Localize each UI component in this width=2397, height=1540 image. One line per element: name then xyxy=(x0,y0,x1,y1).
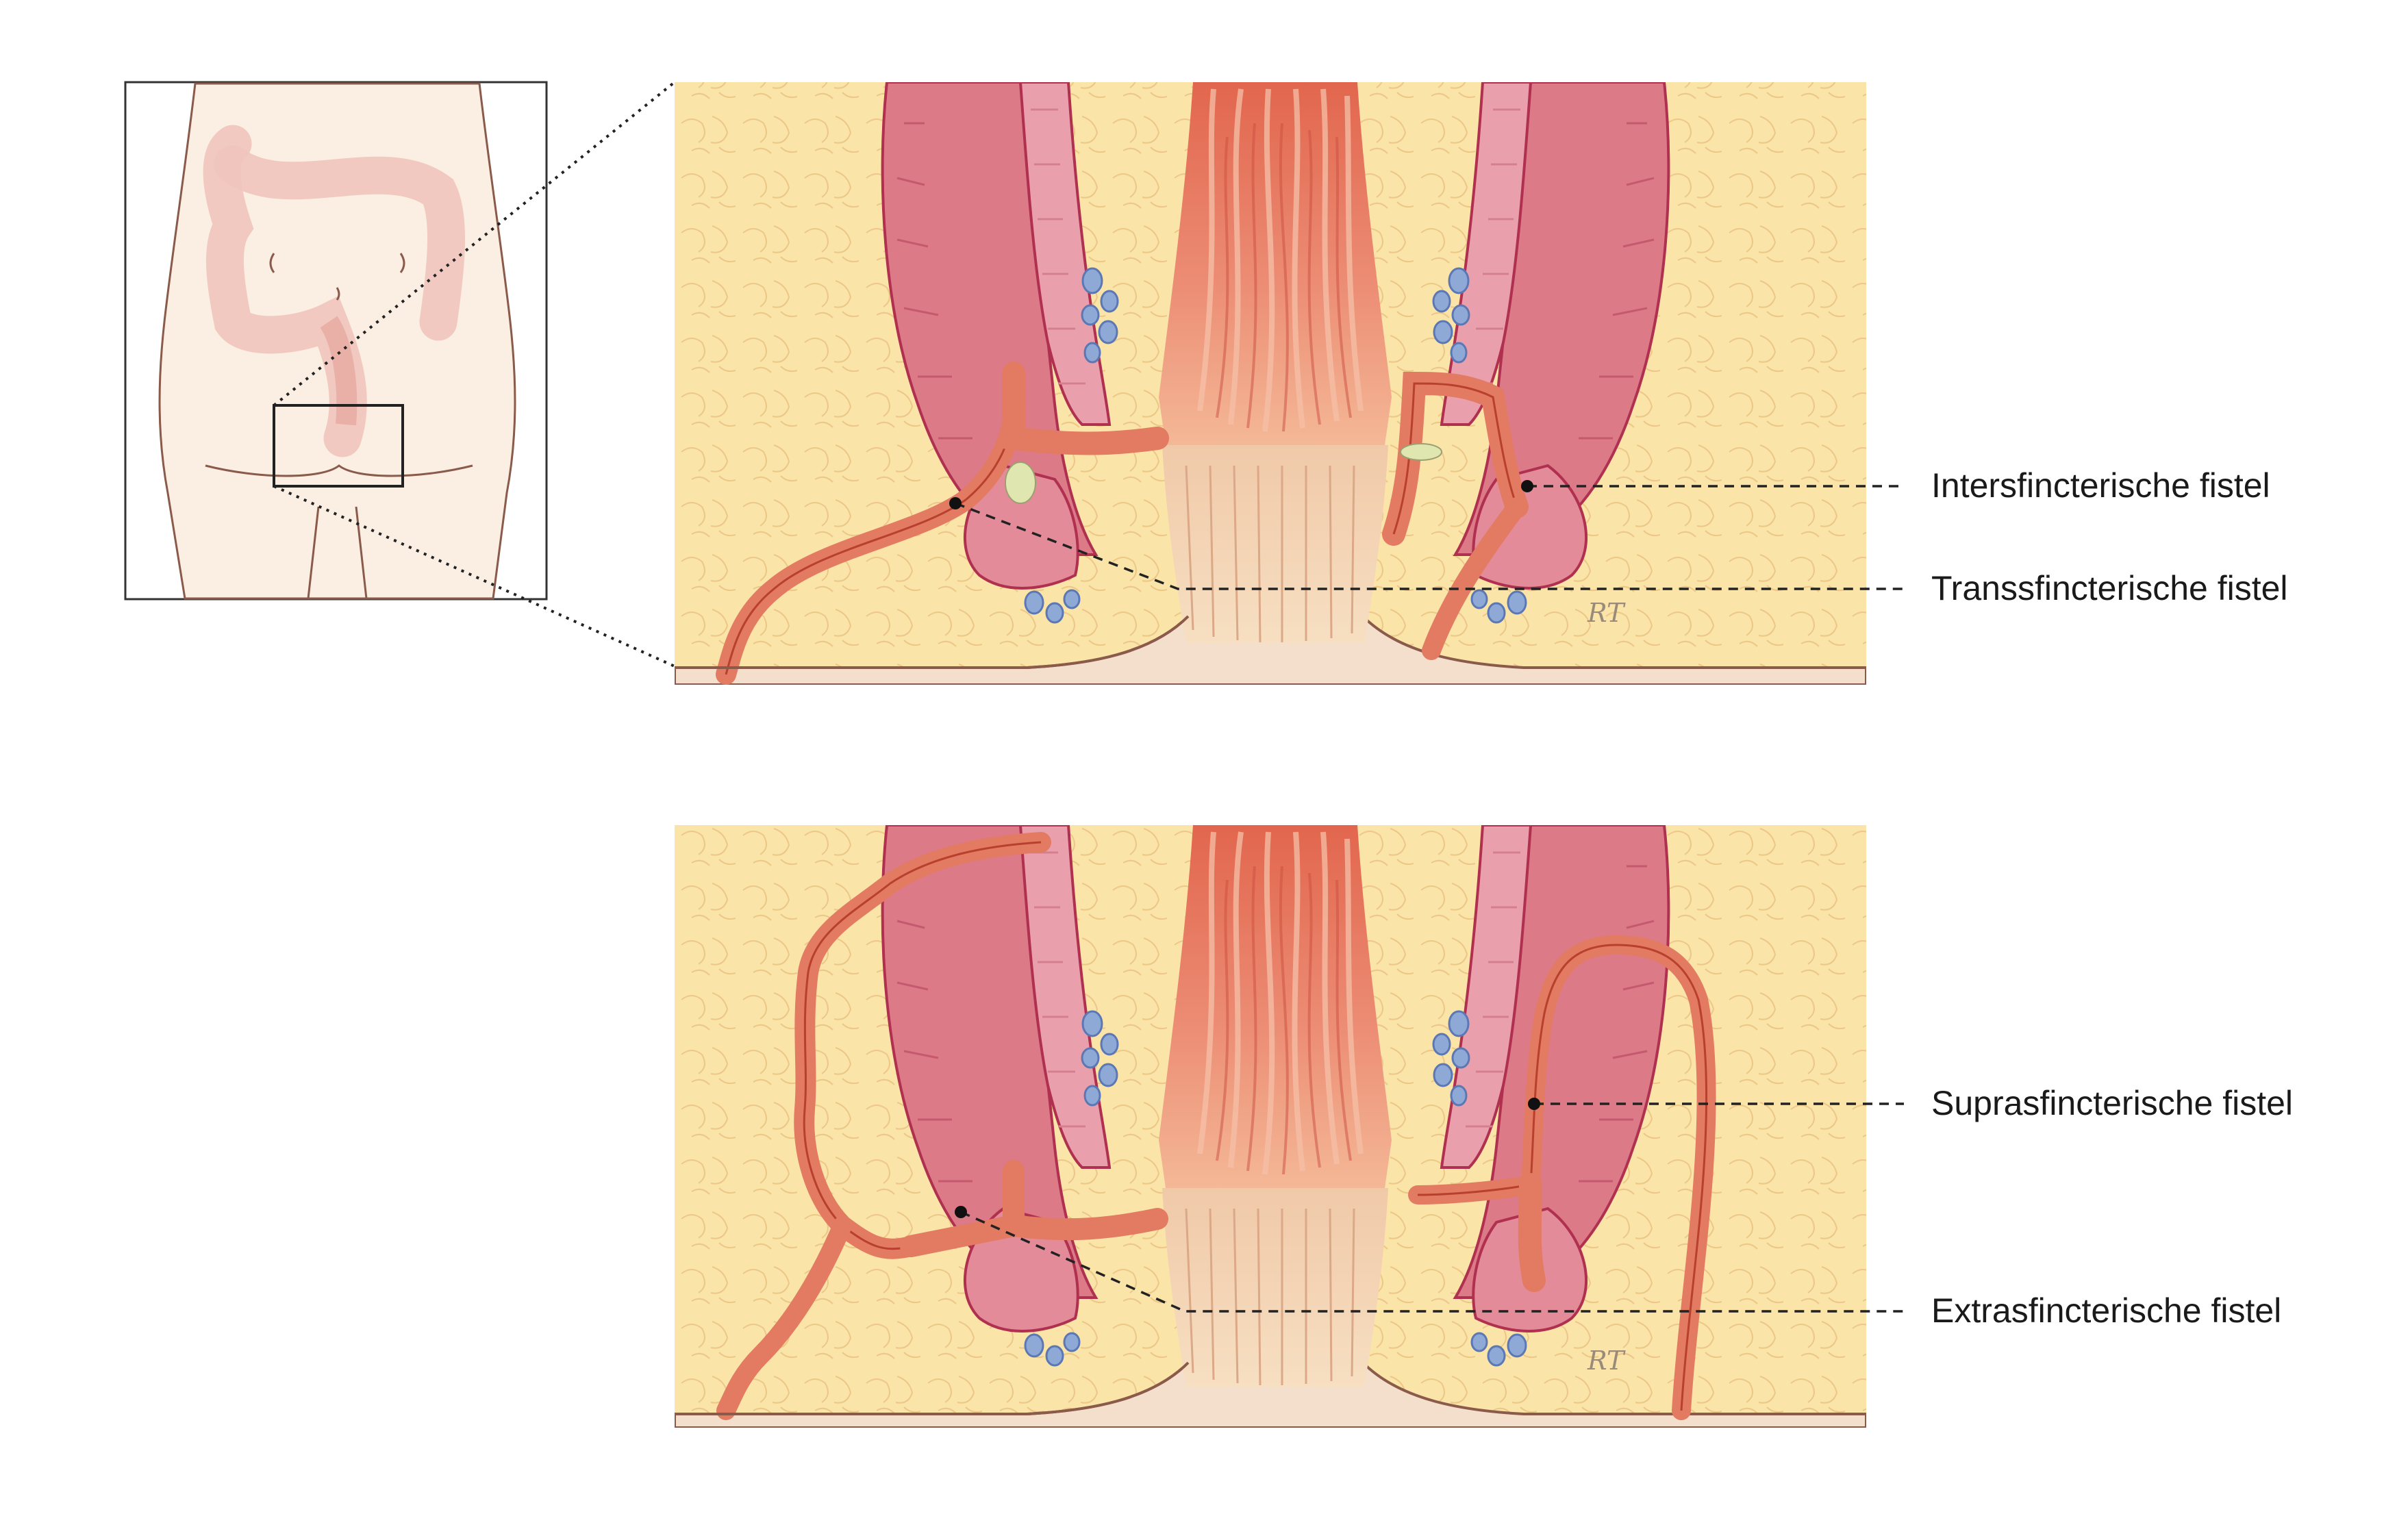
label-transsfincterische-fistel: Transsfincterische fistel xyxy=(1931,569,2288,607)
label-intersfincterische-fistel: Intersfincterische fistel xyxy=(1931,466,2270,505)
signature-top: RT xyxy=(1587,598,1626,628)
body-inset xyxy=(124,81,548,601)
top-panel: RT xyxy=(675,82,1866,685)
signature-bottom: RT xyxy=(1587,1346,1626,1376)
leader-lines xyxy=(955,485,1904,1313)
zoom-lines xyxy=(273,81,676,668)
label-extrasfincterische-fistel: Extrasfincterische fistel xyxy=(1931,1291,2281,1330)
leader-dots xyxy=(949,480,1540,1218)
bottom-panel: RT xyxy=(675,825,1866,1428)
label-suprasfincterische-fistel: Suprasfincterische fistel xyxy=(1931,1084,2293,1122)
